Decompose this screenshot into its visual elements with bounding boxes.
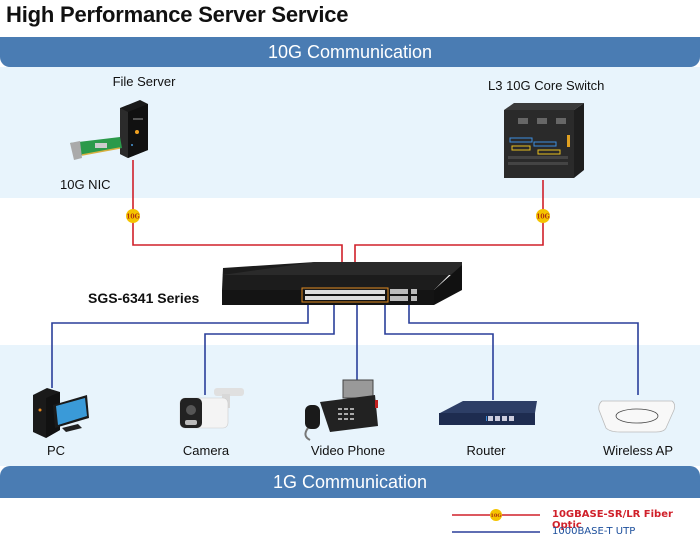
- core-switch-icon: [504, 103, 584, 178]
- svg-text:10G: 10G: [536, 214, 549, 221]
- svg-text:10G: 10G: [126, 214, 139, 221]
- utp-links: [51, 305, 639, 400]
- file-server-label: File Server: [112, 74, 176, 89]
- badge-10g-left: 10G: [126, 209, 140, 223]
- 1g-communication-band: 1G Communication: [0, 466, 700, 498]
- page-title: High Performance Server Service: [6, 2, 349, 27]
- nic-card-icon: [70, 137, 122, 160]
- utp-link-ap: [408, 305, 639, 395]
- wireless-ap-icon: [598, 400, 676, 433]
- 10g-communication-band: 10G Communication: [0, 37, 700, 67]
- camera-label: Camera: [182, 443, 230, 458]
- fiber-link-file-server: [132, 160, 343, 262]
- utp-link-router: [384, 305, 494, 400]
- main-switch-label: SGS-6341 Series: [88, 290, 200, 306]
- legend-fiber-label: 10GBASE-SR/LR Fiber Optic: [552, 509, 673, 531]
- wireless-ap-label: Wireless AP: [602, 443, 674, 458]
- fiber-link-core-switch: [354, 180, 544, 262]
- video-phone-icon: [304, 379, 378, 441]
- router-label: Router: [466, 443, 506, 458]
- legend-fiber-line: 10G: [452, 509, 540, 521]
- utp-link-pc: [51, 305, 309, 388]
- utp-link-camera: [204, 305, 335, 395]
- core-switch-label: L3 10G Core Switch: [488, 78, 605, 93]
- pc-icon: [33, 388, 89, 438]
- pc-label: PC: [46, 443, 66, 458]
- badge-10g-right: 10G: [536, 209, 550, 223]
- fiber-links: [132, 160, 544, 262]
- video-phone-label: Video Phone: [310, 443, 386, 458]
- nic-label: 10G NIC: [60, 177, 111, 192]
- file-server-icon: [120, 100, 148, 158]
- legend-utp-label: 1000BASE-T UTP: [552, 526, 636, 537]
- router-icon: [439, 401, 537, 425]
- camera-icon: [179, 388, 244, 429]
- sgs-6341-switch-icon: [222, 262, 462, 305]
- svg-text:10G: 10G: [490, 513, 501, 519]
